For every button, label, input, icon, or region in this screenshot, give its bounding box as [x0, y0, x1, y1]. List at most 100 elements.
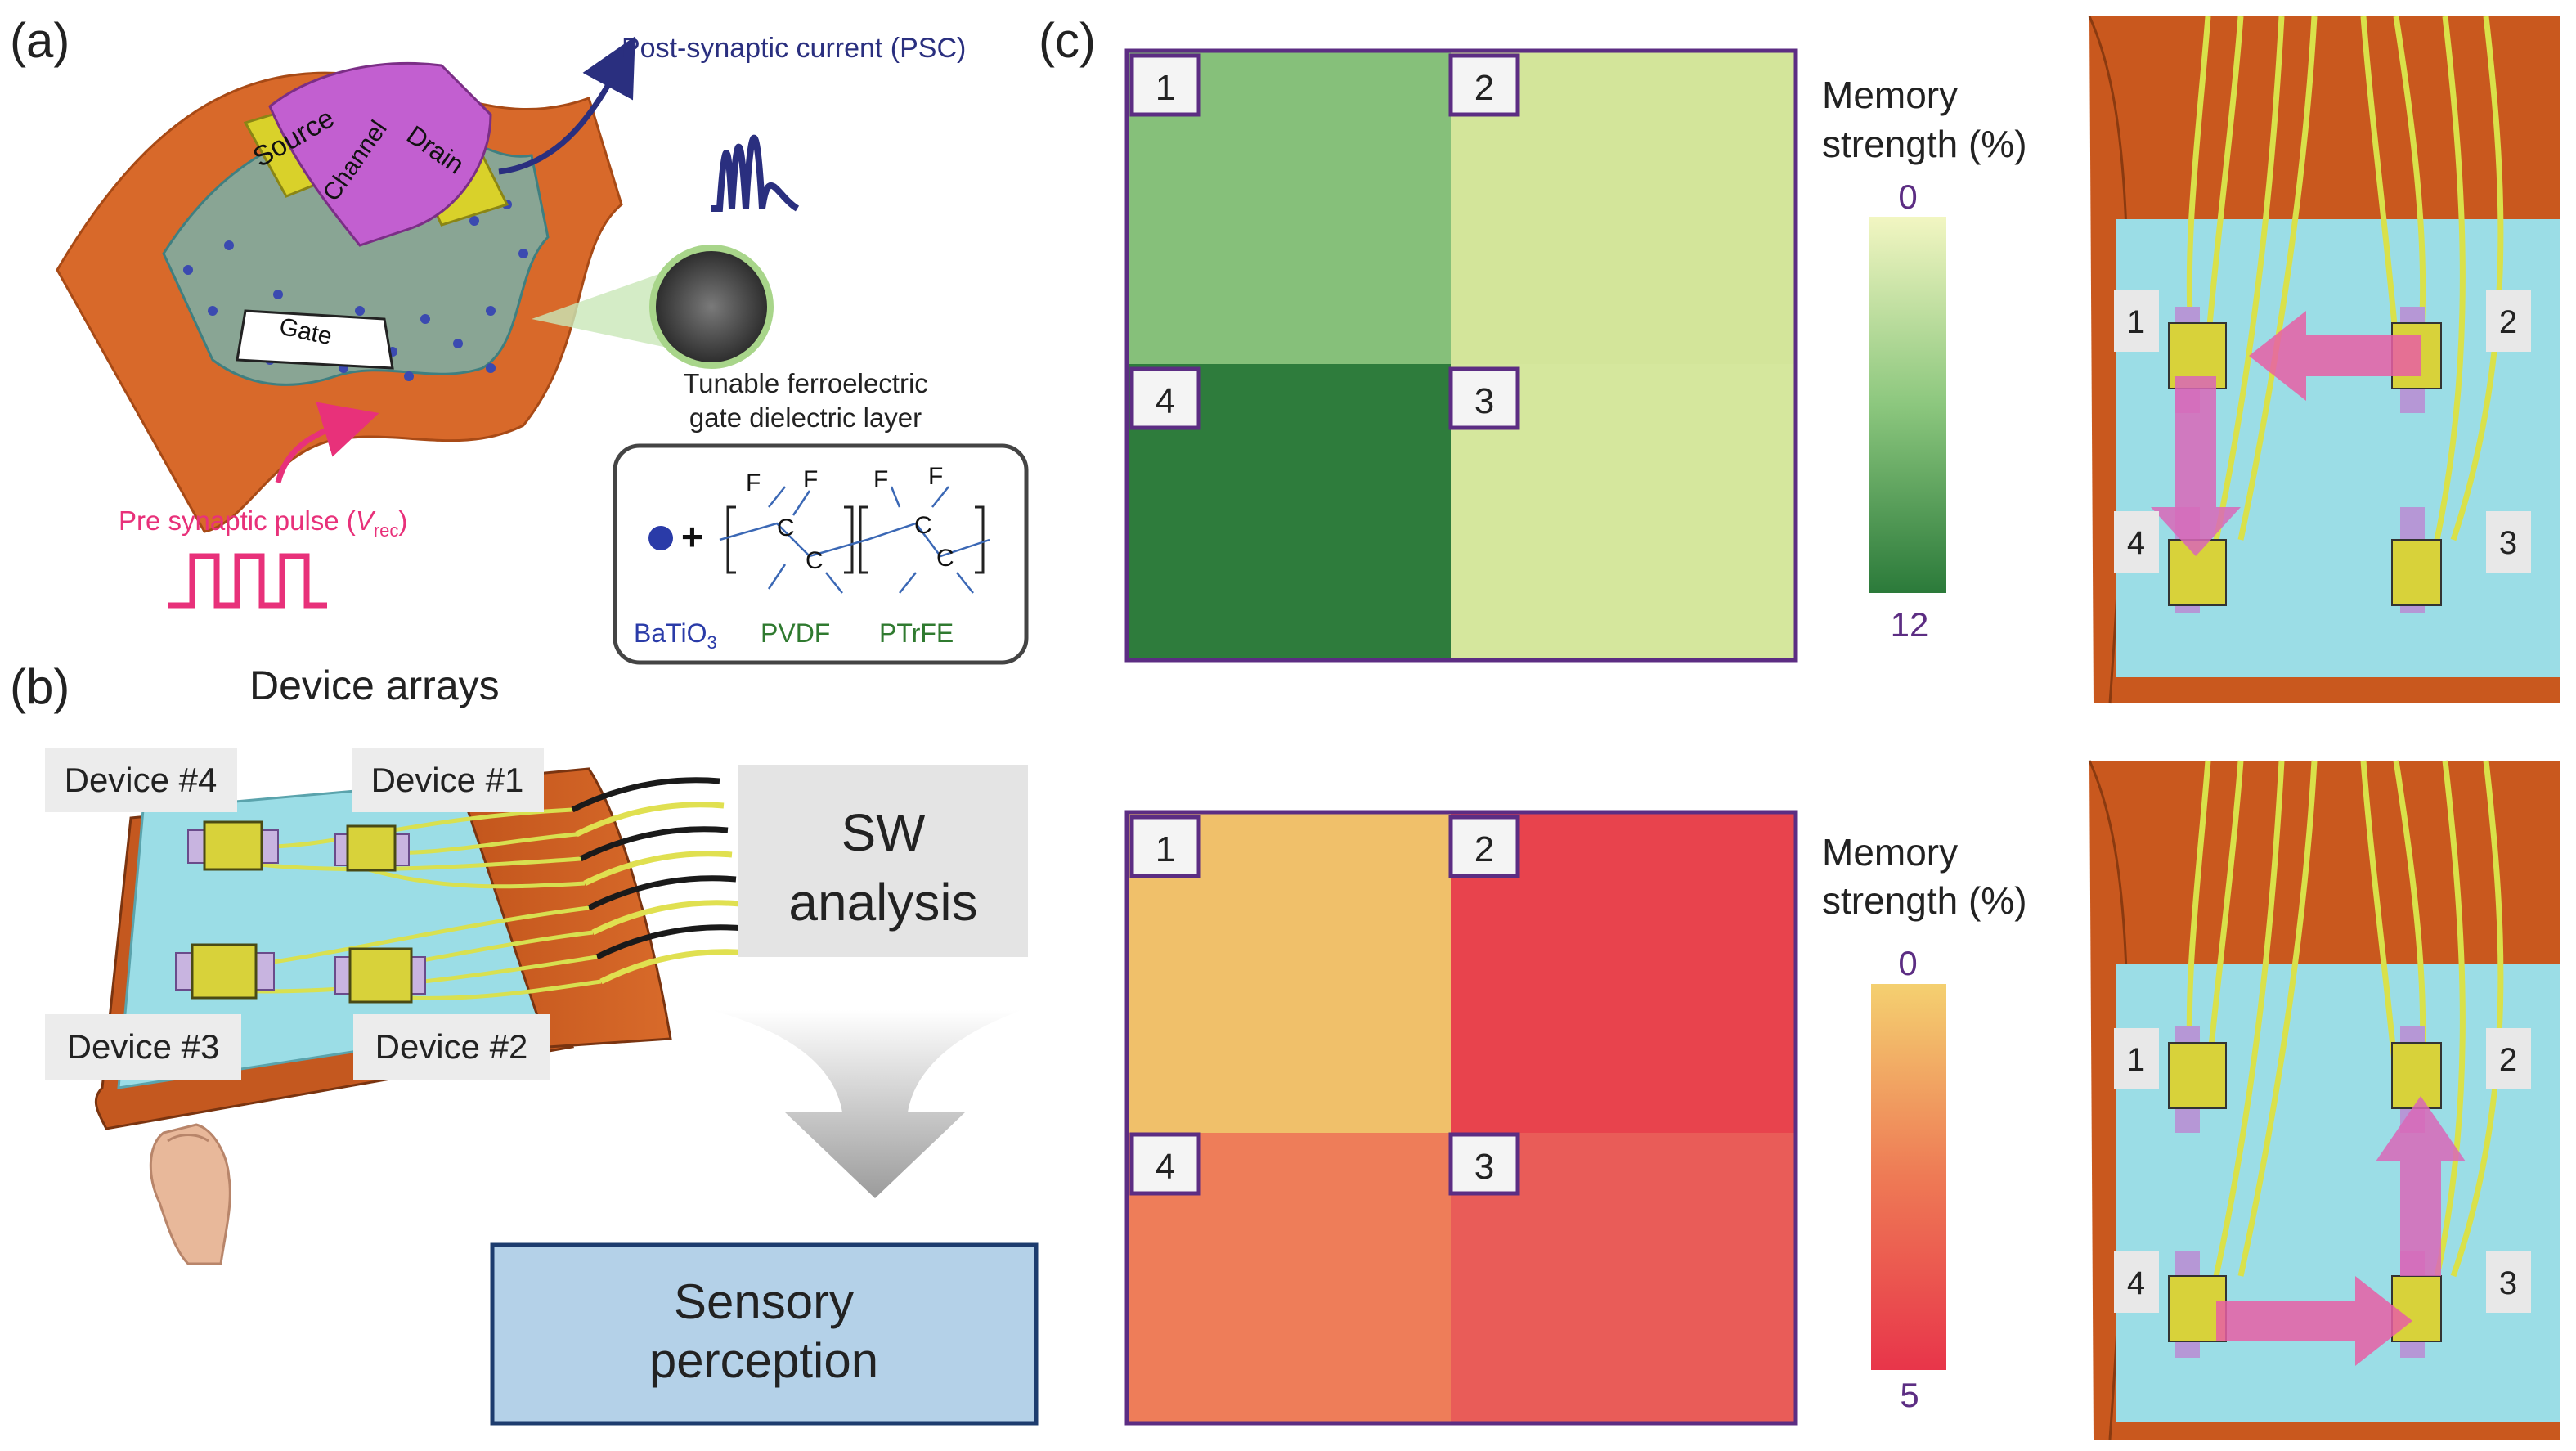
- dielectric-line1: Tunable ferroelectric: [683, 368, 928, 398]
- top-memory-map: 1 2 4 3: [1124, 48, 1798, 663]
- sensory-line1: Sensory: [674, 1274, 854, 1329]
- gate-electrode: [236, 309, 394, 370]
- atom-c-1: C: [777, 514, 795, 541]
- panel-c-label: (c): [1039, 13, 1096, 68]
- bottom-map-frame: [1124, 810, 1798, 1426]
- batio3-label: BaTiO3: [634, 618, 717, 653]
- bottom-dev-badge-4: [2114, 1251, 2159, 1313]
- bottom-dev-label-2: 2: [2499, 1042, 2517, 1078]
- bottom-scale-max: 5: [1900, 1376, 1919, 1414]
- funnel-arrow: [711, 1010, 1022, 1198]
- zoom-callout: [532, 270, 687, 352]
- bottom-memory-map: 1 2 4 3: [1124, 810, 1798, 1426]
- bottom-scale-min: 0: [1898, 944, 1917, 982]
- device1-label: Device #1: [371, 761, 524, 799]
- pvdf-label: PVDF: [761, 618, 830, 648]
- bottom-cell-3-badge: [1448, 1132, 1520, 1196]
- top-dev-badge-4: [2114, 511, 2159, 573]
- top-dev-label-1: 1: [2127, 304, 2145, 340]
- composition-box: [613, 443, 1029, 665]
- ptrfe-label: PTrFE: [879, 618, 954, 648]
- cable-strip: [456, 767, 672, 1049]
- bottom-dev-label-1: 1: [2127, 1042, 2145, 1078]
- device-chip-2: [334, 947, 426, 1004]
- device2-label-box: [353, 1014, 550, 1080]
- top-cell-4-badge: [1129, 366, 1201, 430]
- atom-f-3: F: [873, 466, 888, 493]
- dielectric-line2: gate dielectric layer: [689, 402, 922, 433]
- top-map-frame: [1124, 48, 1798, 663]
- sensory-line2: perception: [649, 1333, 878, 1388]
- device3-label: Device #3: [67, 1027, 220, 1066]
- bottom-cell-1-label: 1: [1156, 829, 1175, 869]
- sw-line1: SW: [841, 803, 926, 862]
- bottom-cell-2-label: 2: [1474, 829, 1494, 869]
- device-chip-1: [334, 824, 410, 872]
- top-scale: Memory strength (%) 0 12: [1822, 74, 2027, 644]
- bottom-cell-1-badge: [1129, 815, 1201, 878]
- top-path-arrow-horizontal: [2249, 311, 2421, 401]
- top-scale-max: 12: [1891, 605, 1929, 644]
- top-cell-2-badge: [1448, 53, 1520, 117]
- bottom-dev-badge-3: [2486, 1251, 2531, 1313]
- panel-b: (b) Device arrays: [10, 659, 1039, 1426]
- atom-c-2: C: [806, 547, 824, 574]
- bottom-device-illustration: 1 2 4 3: [2088, 760, 2560, 1440]
- top-cell-3-label: 3: [1474, 381, 1494, 421]
- top-cell-3-badge: [1448, 366, 1520, 430]
- atom-f-4: F: [928, 463, 943, 490]
- psc-arrow: [498, 36, 635, 175]
- top-dev-label-3: 3: [2499, 525, 2517, 561]
- top-scale-min: 0: [1898, 177, 1917, 216]
- top-colorbar: [1869, 217, 1946, 593]
- top-legend-line2: strength (%): [1822, 123, 2027, 165]
- device-chip-3: [175, 943, 275, 1000]
- top-dev-label-2: 2: [2499, 304, 2517, 340]
- bottom-colorbar: [1871, 984, 1946, 1370]
- top-legend-line1: Memory: [1822, 74, 1958, 116]
- bottom-path-arrow-vertical: [2376, 1096, 2466, 1276]
- bottom-legend-line2: strength (%): [1822, 879, 2027, 922]
- device4-label: Device #4: [65, 761, 218, 799]
- top-cell-2-label: 2: [1474, 68, 1494, 108]
- device3-label-box: [45, 1014, 241, 1080]
- hand-image: [149, 1123, 231, 1265]
- batio3-dot: [648, 526, 673, 550]
- top-cell-4-label: 4: [1156, 381, 1175, 421]
- bottom-cell-2-badge: [1448, 815, 1520, 878]
- psc-label: Post-synaptic current (PSC): [622, 33, 966, 64]
- psc-waveform: [711, 134, 800, 212]
- bottom-scale: Memory strength (%) 0 5: [1822, 831, 2027, 1414]
- bottom-dev-badge-1: [2114, 1028, 2159, 1089]
- device2-label: Device #2: [375, 1027, 528, 1066]
- panel-a-label: (a): [10, 13, 70, 68]
- plus-sign: +: [681, 515, 703, 558]
- device-arrays-title: Device arrays: [249, 663, 500, 708]
- bottom-cell-4-badge: [1129, 1132, 1201, 1196]
- top-cell-1-badge: [1129, 53, 1201, 117]
- bottom-dev-label-4: 4: [2127, 1265, 2145, 1301]
- polymer-structures: [719, 486, 990, 594]
- pulse-arrow: [275, 402, 379, 483]
- bottom-cell-3-label: 3: [1474, 1147, 1494, 1187]
- atom-c-3: C: [914, 512, 932, 539]
- cable-wires: [571, 777, 749, 985]
- bottom-legend-line1: Memory: [1822, 831, 1958, 874]
- pulse-waveform: [168, 553, 327, 609]
- top-dev-badge-1: [2114, 290, 2159, 352]
- bottom-path-arrow-horizontal: [2216, 1276, 2412, 1366]
- top-dev-badge-2: [2486, 290, 2531, 352]
- atom-c-4: C: [936, 545, 954, 572]
- atom-f-2: F: [803, 466, 818, 493]
- device1-label-box: [352, 748, 544, 812]
- bottom-dev-label-3: 3: [2499, 1265, 2517, 1301]
- top-device-illustration: 1 2 4 3: [2088, 16, 2560, 704]
- top-path-arrow-vertical: [2151, 376, 2241, 556]
- bottom-dev-badge-2: [2486, 1028, 2531, 1089]
- sw-line2: analysis: [788, 873, 977, 932]
- panel-a: (a) Gate Source Channel Drain Post-synap…: [10, 13, 1029, 665]
- device4-label-box: [45, 748, 237, 812]
- sw-analysis-box: [738, 765, 1028, 957]
- pulse-label: Pre synaptic pulse (Vrec): [119, 505, 407, 541]
